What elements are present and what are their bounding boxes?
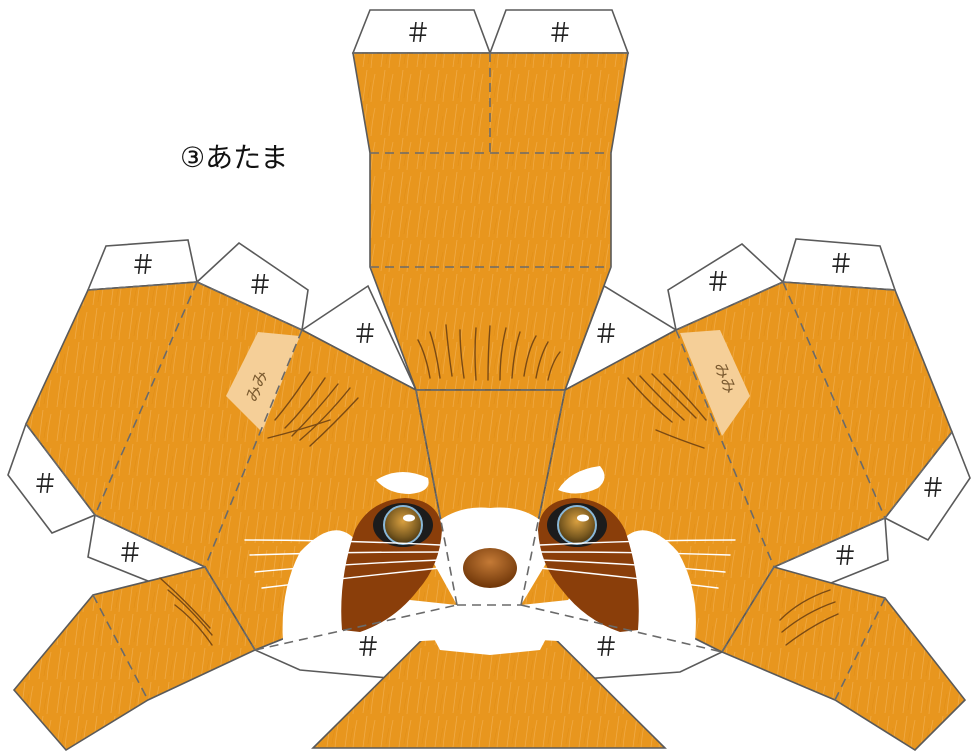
glue-mark: ＃ — [920, 474, 946, 504]
glue-mark: ＃ — [117, 539, 143, 569]
glue-mark: ＃ — [405, 19, 431, 49]
left-lower-flap — [12, 566, 257, 752]
glue-mark: ＃ — [593, 320, 619, 350]
left-brow-white — [376, 471, 429, 494]
whiskers — [244, 539, 736, 589]
right-lower-flap — [720, 566, 967, 752]
glue-mark: ＃ — [247, 271, 273, 301]
part-title: ③あたま — [180, 141, 288, 174]
glue-mark: ＃ — [828, 250, 854, 280]
glue-mark: ＃ — [547, 19, 573, 49]
left-ear-patch — [226, 332, 300, 432]
fold-lines — [25, 52, 953, 701]
glue-mark: ＃ — [593, 633, 619, 663]
left-eye-highlight — [403, 514, 415, 522]
hair-strokes — [159, 324, 839, 646]
right-eye-highlight — [577, 514, 589, 522]
glue-mark: ＃ — [355, 633, 381, 663]
face-markings — [282, 466, 696, 655]
right-ear-patch — [680, 330, 750, 436]
left-eye — [383, 505, 423, 545]
right-brow-white — [558, 466, 605, 494]
glue-marks: ＃ ＃ ＃ ＃ ＃ ＃ ＃ ＃ ＃ ＃ ＃ ＃ ＃ ＃ — [32, 19, 946, 663]
ear-labels: みみ みみ — [226, 330, 750, 436]
chin-white — [420, 605, 560, 655]
right-eye — [557, 505, 597, 545]
glue-mark: ＃ — [130, 251, 156, 281]
glue-mark: ＃ — [352, 320, 378, 350]
glue-mark: ＃ — [32, 470, 58, 500]
glue-mark: ＃ — [705, 268, 731, 298]
glue-mark: ＃ — [832, 542, 858, 572]
nose — [463, 548, 517, 588]
